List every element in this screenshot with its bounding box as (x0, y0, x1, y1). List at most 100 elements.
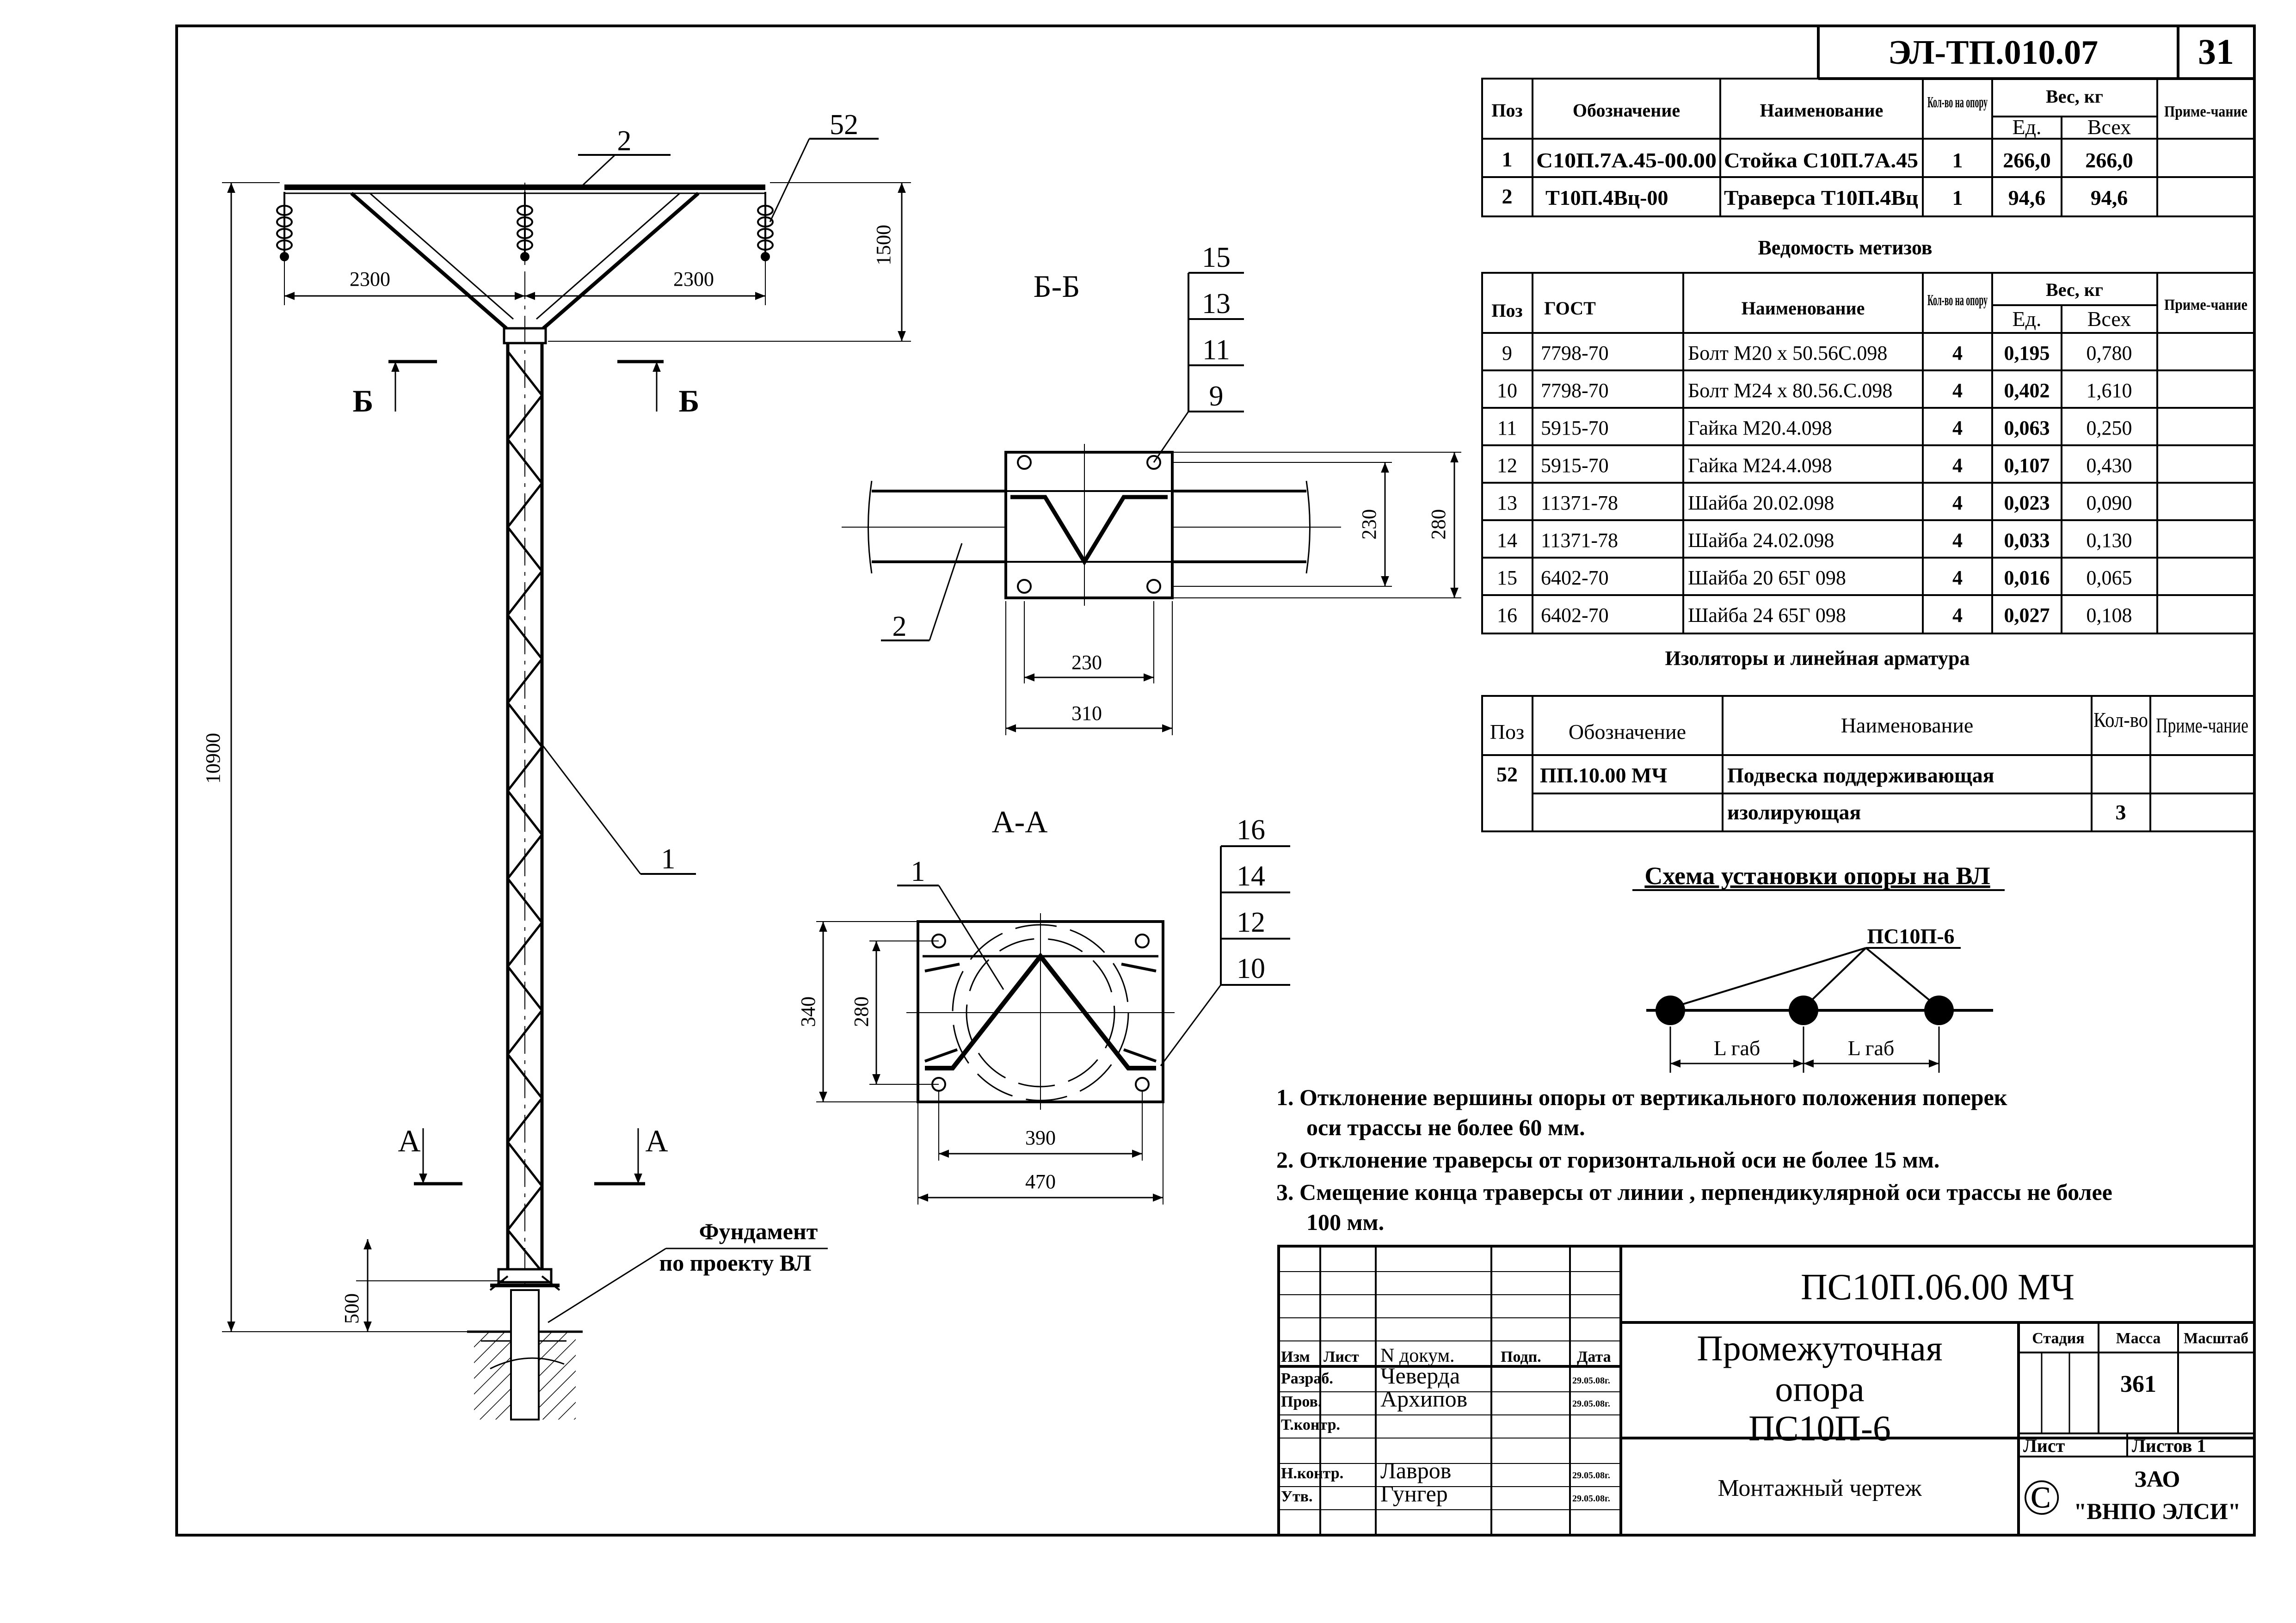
hw-cell-gost: 6402-70 (1541, 604, 1609, 627)
bb-label-15: 15 (1202, 242, 1231, 273)
dim-500: 500 (340, 1293, 363, 1324)
hw-cell-pos: 9 (1502, 342, 1512, 364)
hw-cell-unit: 0,016 (2004, 566, 2050, 589)
hw-cell-total: 0,130 (2087, 529, 2132, 552)
insulators-table-text: Поз Обозначение Наименование Кол-во Прим… (1490, 708, 2248, 824)
dim-2300-right: 2300 (673, 268, 714, 290)
lattice-brace (507, 1053, 543, 1099)
note-3a: 3. Смещение конца траверсы от линии , пе… (1276, 1179, 2112, 1205)
lattice-brace (507, 878, 543, 923)
tb-name: Чеверда (1380, 1363, 1460, 1389)
lattice-brace (507, 438, 543, 484)
bb-beam-label: 2 (893, 611, 907, 642)
hw-cell-name: Болт М24 х 80.56.С.098 (1688, 379, 1892, 402)
bb-dim-230-v: 230 (1358, 509, 1380, 540)
aa-stand-label: 1 (911, 856, 925, 887)
parts-r2-unit: 94,6 (2008, 186, 2046, 209)
tb-date: 29.05.08г. (1572, 1376, 1610, 1386)
hw-cell-unit: 0,107 (2004, 454, 2050, 477)
hw-cell-gost: 5915-70 (1541, 417, 1609, 439)
sheet-code-box: ЭЛ-ТП.010.07 31 (1817, 26, 2254, 80)
doc-name-1: Промежуточная (1697, 1328, 1942, 1368)
hw-cell-unit: 0,063 (2004, 417, 2050, 439)
lattice-brace (507, 350, 543, 396)
hw-cell-gost: 5915-70 (1541, 454, 1609, 477)
tb-date: 29.05.08г. (1572, 1470, 1610, 1481)
hw-cell-pos: 11 (1497, 417, 1517, 439)
dim-2300-left: 2300 (350, 268, 390, 290)
hw-cell-pos: 10 (1497, 379, 1517, 402)
leader-insulator-label: 52 (830, 109, 858, 141)
title-block (1277, 1245, 2256, 1537)
hardware-table-title: Ведомость метизов (1758, 236, 1932, 259)
stage-label: Стадия (2032, 1330, 2084, 1347)
lattice-brace (507, 482, 543, 528)
hw-cell-qty: 4 (1952, 379, 1963, 402)
parts-h-pos: Поз (1491, 100, 1522, 121)
parts-r1-qty: 1 (1952, 148, 1963, 172)
scheme-pole-1 (1656, 996, 1685, 1025)
parts-table (1481, 78, 2255, 217)
hw-cell-total: 0,250 (2087, 417, 2132, 439)
hw-h-unit: Ед. (2012, 307, 2041, 331)
aa-label-14: 14 (1237, 861, 1265, 892)
hw-cell-gost: 11371-78 (1541, 492, 1618, 514)
scheme-title: Схема установки опоры на ВЛ (1644, 862, 1990, 890)
lattice-brace (507, 965, 543, 1011)
ins-h-qty: Кол-во (2093, 708, 2148, 732)
section-aa-title: А-А (992, 804, 1048, 839)
sheet-number: 31 (2198, 31, 2234, 72)
bb-dim-310: 310 (1071, 702, 1102, 725)
parts-h-unit: Ед. (2012, 115, 2041, 139)
parts-r1-unit: 266,0 (2003, 148, 2051, 172)
section-bb-plate (1004, 451, 1174, 599)
ins-r1-qty: 3 (2116, 800, 2126, 824)
hw-cell-pos: 13 (1497, 492, 1517, 514)
hw-cell-name: Шайба 20 65Г 098 (1688, 566, 1846, 589)
doc-code: ПС10П.06.00 МЧ (1801, 1267, 2074, 1308)
tb-h-list: Лист (1323, 1348, 1359, 1365)
tb-role: Н.контр. (1281, 1465, 1343, 1482)
hw-cell-total: 1,610 (2087, 379, 2132, 402)
hardware-table (1481, 272, 2255, 634)
hw-cell-unit: 0,195 (2004, 342, 2050, 364)
tb-date: 29.05.08г. (1572, 1399, 1610, 1409)
section-bb: Б-Б 15 13 11 9 2 (842, 242, 1461, 735)
tb-h-sign: Подп. (1501, 1348, 1541, 1365)
parts-r2-qty: 1 (1952, 186, 1963, 209)
installation-scheme: Схема установки опоры на ВЛ ПС10П-6 L га… (1632, 862, 2005, 1073)
company-2: "ВНПО ЭЛСИ" (2074, 1498, 2241, 1524)
hw-h-name: Наименование (1742, 298, 1865, 319)
hw-cell-qty: 4 (1952, 492, 1963, 514)
hw-cell-total: 0,065 (2087, 566, 2132, 589)
sheets-label: Листов 1 (2132, 1435, 2206, 1456)
parts-r2-total: 94,6 (2091, 186, 2128, 209)
ins-r1-name2: изолирующая (1727, 800, 1861, 824)
bb-label-11: 11 (1202, 334, 1230, 366)
tb-h-izm: Изм (1281, 1348, 1310, 1365)
tb-name: Гунгер (1380, 1481, 1448, 1506)
scheme-span-2: L габ (1848, 1036, 1895, 1060)
hw-cell-qty: 4 (1952, 454, 1963, 477)
note-1a: 1. Отклонение вершины опоры от вертикаль… (1276, 1084, 2007, 1110)
lattice-brace (507, 658, 543, 704)
title-block-text: Изм Лист N докум. Подп. Дата (1281, 1345, 1611, 1366)
aa-dim-470: 470 (1025, 1170, 1056, 1193)
tb-h-date: Дата (1577, 1348, 1611, 1365)
hw-cell-unit: 0,402 (2004, 379, 2050, 402)
tb-role: Утв. (1281, 1488, 1313, 1505)
hw-cell-qty: 4 (1952, 529, 1963, 552)
parts-r1-designation: С10П.7А.45-00.00 (1536, 148, 1717, 172)
insulators-table-title: Изоляторы и линейная арматура (1665, 647, 1970, 670)
insulator-right (757, 192, 774, 261)
lattice-brace (507, 526, 543, 572)
aa-label-10: 10 (1237, 953, 1265, 984)
sheet-code: ЭЛ-ТП.010.07 (1888, 34, 2098, 72)
hw-cell-qty: 4 (1952, 417, 1963, 439)
hw-cell-name: Болт М20 х 50.56С.098 (1688, 342, 1887, 364)
hw-cell-pos: 14 (1497, 529, 1517, 552)
hw-cell-qty: 4 (1952, 566, 1963, 589)
lattice-brace (507, 394, 543, 440)
ins-r1-name1: Подвеска поддерживающая (1727, 763, 1994, 787)
section-mark-b-left: Б (353, 383, 374, 418)
